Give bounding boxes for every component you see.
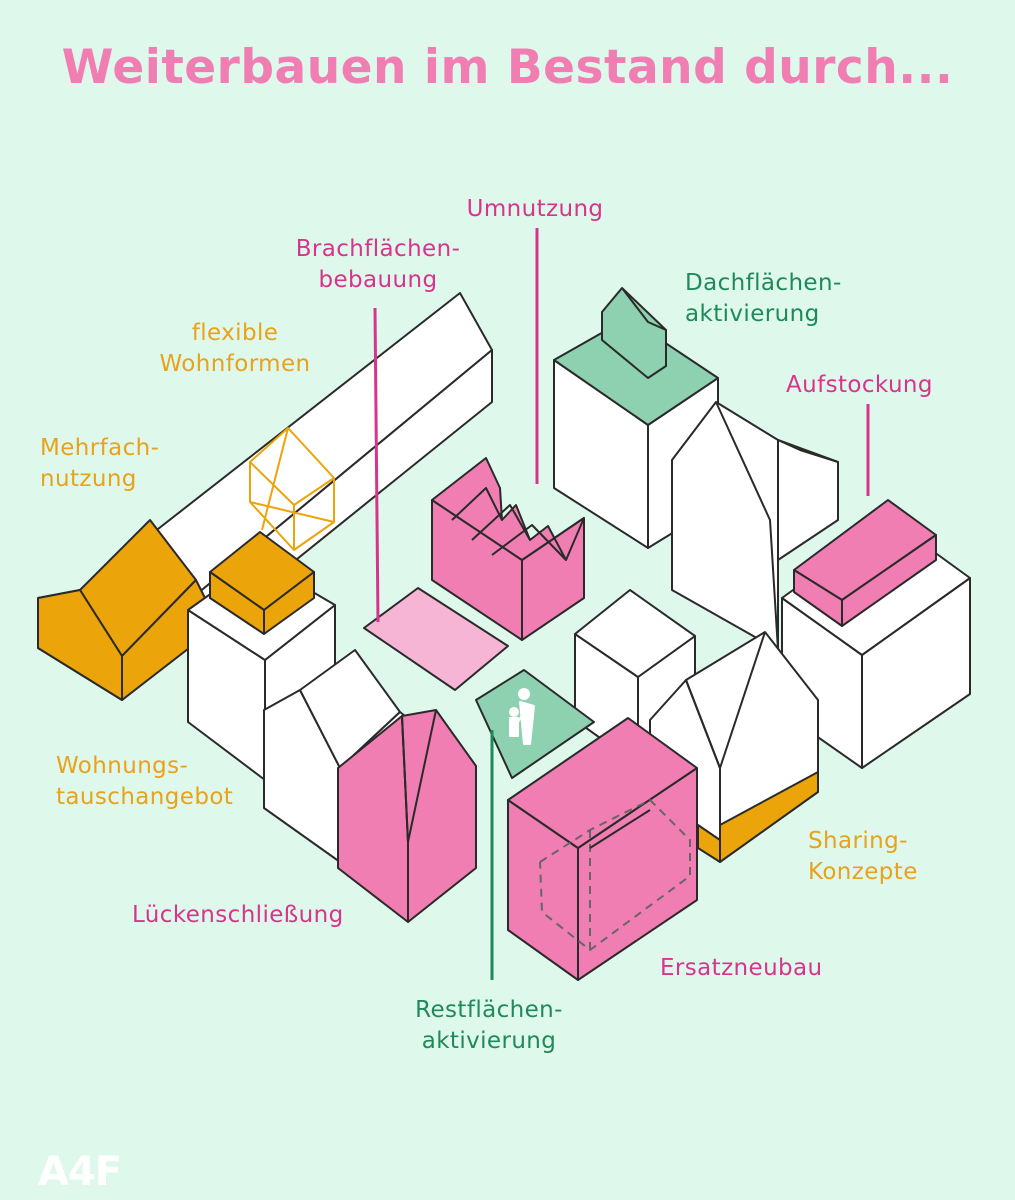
label-restflaechen: Restflächen- aktivierung: [415, 997, 563, 1054]
leader-brachflaechen: [373, 307, 380, 623]
label-dachflaechen: Dachflächen- aktivierung: [685, 270, 842, 327]
label-lueckenschliessung: Lückenschließung: [132, 902, 344, 928]
brachflaechen-plot: [363, 587, 509, 691]
a4f-logo: A4F: [38, 1149, 122, 1195]
label-ersatzneubau: Ersatzneubau: [660, 955, 823, 981]
label-aufstockung: Aufstockung: [786, 372, 933, 398]
gabled-building-right: [671, 401, 839, 651]
lueckenschliessung-building: [337, 709, 477, 923]
label-umnutzung: Umnutzung: [466, 196, 604, 222]
aufstockung-building: [781, 499, 971, 769]
label-flexible-wohnformen: flexible Wohnformen: [159, 320, 311, 377]
label-wohnungstausch: Wohnungs- tauschangebot: [56, 753, 234, 810]
parent-child-figure: [509, 688, 535, 745]
ersatzneubau-building: [507, 717, 698, 981]
label-brachflaechen: Brachflächen- bebauung: [295, 236, 461, 293]
flexible-wohnformen-wireframe: [249, 427, 335, 551]
mehrfachnutzung-block: [37, 519, 207, 701]
flexible-wohnformen-cube: [209, 531, 315, 635]
restflaechen-plot: [475, 669, 595, 779]
leader-lines: [373, 228, 870, 980]
label-mehrfachnutzung: Mehrfach- nutzung: [40, 435, 160, 492]
page-title: Weiterbauen im Bestand durch...: [61, 40, 954, 95]
umnutzung-building: [431, 457, 585, 641]
label-sharing-konzepte: Sharing- Konzepte: [808, 828, 918, 885]
dashed-outline: [539, 799, 691, 951]
